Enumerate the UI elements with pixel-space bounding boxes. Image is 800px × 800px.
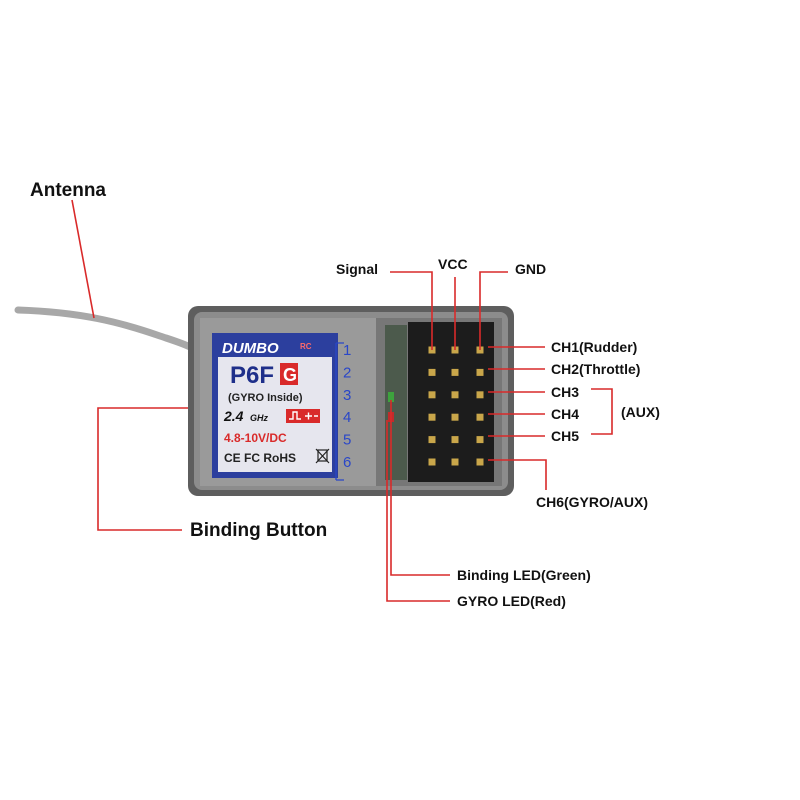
binding-button-leader xyxy=(97,407,188,531)
pin-numbers: 1 2 3 4 5 6 xyxy=(343,342,351,471)
pin-row5-col3 xyxy=(476,436,484,444)
voltage-text: 4.8-10V/DC xyxy=(224,431,287,445)
pin-row3-col2 xyxy=(451,391,459,399)
binding-led xyxy=(388,392,394,402)
pin-number-3: 3 xyxy=(343,387,351,404)
leader-lines xyxy=(71,199,613,602)
pin-number-2: 2 xyxy=(343,364,351,381)
binding-led-label: Binding LED(Green) xyxy=(457,567,591,583)
gyro-led-leader xyxy=(386,420,450,602)
pin-number-bracket xyxy=(335,342,344,481)
binding-led-leader xyxy=(390,400,450,576)
pin-row5-col1 xyxy=(428,436,436,444)
pin-row5-col2 xyxy=(451,436,459,444)
signal-label: Signal xyxy=(336,261,378,277)
model-text: P6F xyxy=(230,362,274,389)
binding-button-label: Binding Button xyxy=(190,520,327,541)
aux-bracket xyxy=(591,388,613,435)
pin-number-5: 5 xyxy=(343,432,351,449)
ch3-label: CH3 xyxy=(551,384,579,400)
brand-text: DUMBO xyxy=(222,340,279,357)
vcc-label: VCC xyxy=(438,256,468,272)
certs-text: CE FC RoHS xyxy=(224,451,296,465)
model-suffix-text: G xyxy=(283,365,297,385)
pin-row2-col3 xyxy=(476,368,484,376)
pin-row3-col3 xyxy=(476,391,484,399)
ch6-label: CH6(GYRO/AUX) xyxy=(536,494,648,510)
gnd-leader xyxy=(479,271,508,350)
gyro-inside-text: (GYRO Inside) xyxy=(228,392,303,404)
freq-unit-text: GHz xyxy=(250,413,269,423)
pin-row6-col2 xyxy=(451,458,459,466)
pin-row2-col1 xyxy=(428,368,436,376)
pin-row2-col2 xyxy=(451,368,459,376)
aux-label: (AUX) xyxy=(621,404,660,420)
weee-bin-icon xyxy=(315,448,330,464)
ch5-label: CH5 xyxy=(551,428,579,444)
antenna-leader xyxy=(71,199,95,319)
pin-row3-col1 xyxy=(428,391,436,399)
brand-sup-text: RC xyxy=(300,342,312,351)
pin-number-4: 4 xyxy=(343,409,351,426)
antenna-wire xyxy=(14,306,196,352)
ch6-leader xyxy=(488,459,547,490)
freq-text: 2.4 xyxy=(223,408,244,424)
pin-row4-col3 xyxy=(476,413,484,421)
pin-row6-col3 xyxy=(476,458,484,466)
signal-leader xyxy=(390,271,433,350)
pin-number-1: 1 xyxy=(343,342,351,359)
pin-row4-col1 xyxy=(428,413,436,421)
pin-row6-col1 xyxy=(428,458,436,466)
antenna-label: Antenna xyxy=(30,180,106,201)
pin-number-6: 6 xyxy=(343,454,351,471)
ch2-label: CH2(Throttle) xyxy=(551,361,640,377)
gnd-label: GND xyxy=(515,261,546,277)
ch4-label: CH4 xyxy=(551,406,579,422)
gyro-led-label: GYRO LED(Red) xyxy=(457,593,566,609)
label-sticker: DUMBO RC P6F G (GYRO Inside) 2.4 GHz 4.8… xyxy=(212,333,338,478)
pin-row4-col2 xyxy=(451,413,459,421)
ch1-label: CH1(Rudder) xyxy=(551,339,637,355)
